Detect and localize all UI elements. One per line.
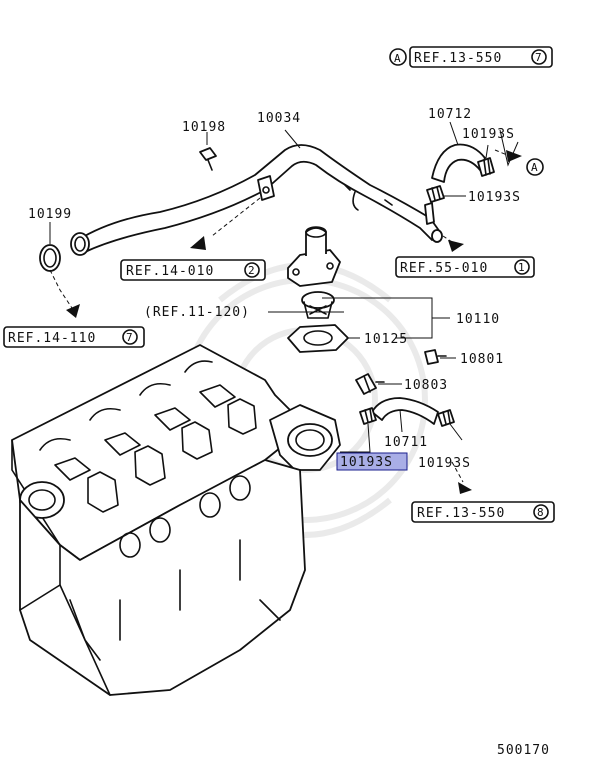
- arrow-ref-55-010: [448, 240, 464, 252]
- arrow-ref-13-550-8: [458, 482, 472, 494]
- label-ref-11-120: (REF.11-120): [144, 305, 250, 320]
- ref-box-14-110-7[interactable]: REF.14-110 7: [3, 326, 145, 348]
- ref-box-13-550-7[interactable]: A REF.13-550 7: [389, 46, 553, 68]
- label-10198: 10198: [182, 120, 226, 135]
- arrow-ref-14-110: [66, 304, 80, 318]
- label-10801: 10801: [460, 352, 504, 367]
- svg-text:7: 7: [126, 331, 134, 344]
- ref-box-55-010-1[interactable]: REF.55-010 1: [395, 256, 535, 278]
- sensor-10801: [424, 349, 447, 365]
- svg-text:REF.55-010: REF.55-010: [400, 261, 488, 276]
- svg-text:2: 2: [248, 264, 256, 277]
- highlight-10193s: [336, 452, 408, 471]
- bolt-10198: [199, 132, 217, 171]
- labels: 10198 10034 10712 10193S 10193S 10199 (R…: [28, 107, 550, 758]
- sensor-10803: [355, 373, 385, 395]
- diagram-id: 500170: [497, 743, 550, 758]
- label-10125: 10125: [364, 332, 408, 347]
- svg-text:REF.13-550: REF.13-550: [414, 51, 502, 66]
- thermostat-cover: [287, 226, 341, 287]
- water-pipe-10034: [70, 144, 443, 256]
- leader-lines: [49, 129, 519, 483]
- svg-text:7: 7: [535, 51, 543, 64]
- arrow-to-a: [506, 150, 522, 162]
- label-10193s-b: 10193S: [468, 190, 521, 205]
- svg-text:REF.14-010: REF.14-010: [126, 264, 214, 279]
- gasket-10125: [287, 324, 349, 353]
- clamp-10193s-right: [437, 409, 455, 427]
- svg-text:REF.13-550: REF.13-550: [417, 506, 505, 521]
- ref-box-14-010-2[interactable]: REF.14-010 2: [120, 259, 266, 281]
- label-10193s-c: 10193S: [418, 456, 471, 471]
- circle-a-label: A: [394, 52, 402, 65]
- circle-a-right: A: [526, 158, 544, 176]
- label-10110: 10110: [456, 312, 500, 327]
- engine-block: [11, 344, 341, 696]
- label-10034: 10034: [257, 111, 301, 126]
- ref-box-13-550-8[interactable]: REF.13-550 8: [411, 501, 555, 523]
- clamp-10193s-top: [477, 157, 495, 177]
- label-10803: 10803: [404, 378, 448, 393]
- o-ring-10199: [39, 222, 61, 272]
- thermostat-10110: [301, 291, 335, 319]
- arrows: [66, 150, 522, 494]
- clamp-10193s-mid: [426, 185, 445, 203]
- label-10199: 10199: [28, 207, 72, 222]
- svg-text:8: 8: [537, 506, 545, 519]
- svg-text:1: 1: [518, 261, 526, 274]
- label-10193s-highlighted: 10193S: [340, 455, 393, 470]
- svg-text:REF.14-110: REF.14-110: [8, 331, 96, 346]
- label-10712: 10712: [428, 107, 472, 122]
- label-10711: 10711: [384, 435, 428, 450]
- arrow-ref-14-010: [190, 236, 206, 250]
- svg-text:A: A: [531, 161, 539, 174]
- hose-10711: [371, 397, 439, 425]
- clamp-10193s-left: [359, 407, 377, 425]
- label-10193s-a: 10193S: [462, 127, 515, 142]
